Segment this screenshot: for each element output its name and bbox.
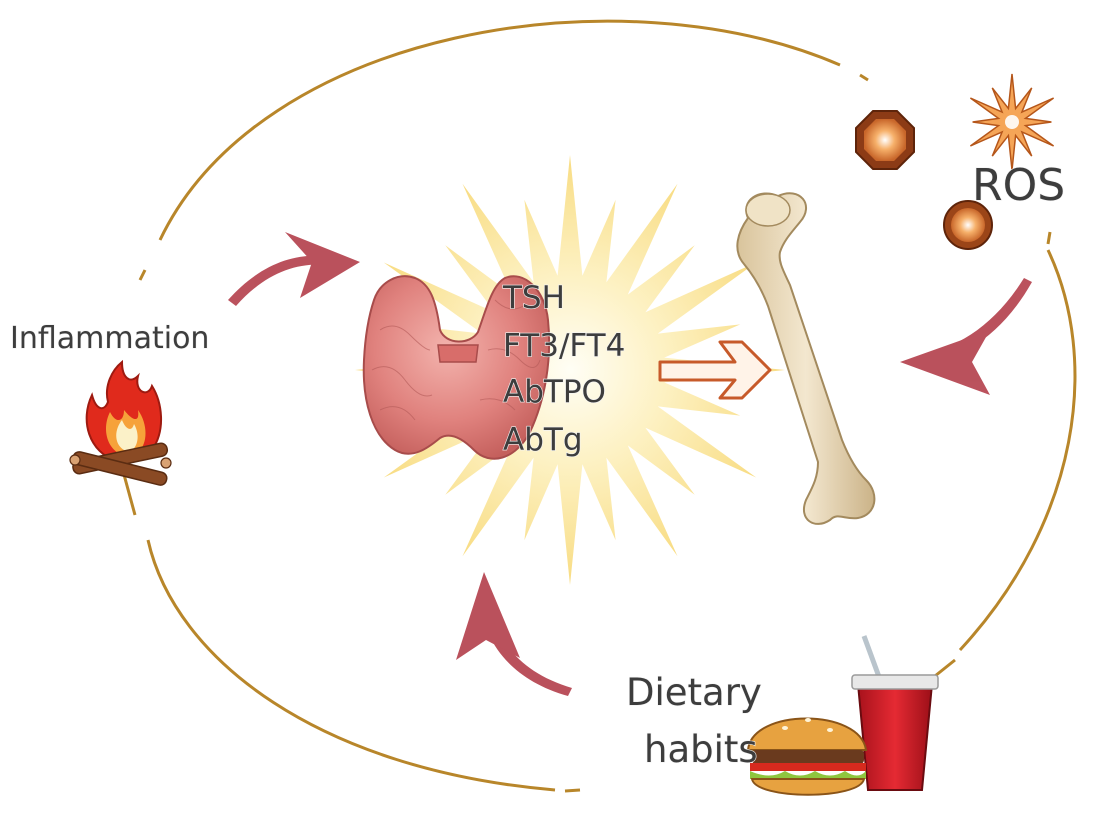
dietary-label-line2: habits (644, 728, 758, 771)
ros-circle-icon (943, 200, 993, 250)
ros-label: ROS (972, 160, 1065, 211)
marker-tsh: TSH (502, 280, 565, 316)
campfire-icon (69, 359, 172, 486)
biomarker-list: TSH FT3/FT4 AbTPO AbTg (501, 279, 626, 458)
arrow-diet-to-thyroid (456, 572, 572, 696)
burst-highlight (355, 155, 785, 585)
burger-icon (746, 717, 868, 796)
marker-ft3-ft4: FT3/FT4 (503, 328, 625, 364)
arrow-ros-to-bone (900, 278, 1032, 395)
dietary-label-line1: Dietary (626, 671, 762, 714)
ros-factor: ROS (855, 73, 1066, 250)
soda-cup-icon (851, 635, 939, 791)
thyroid-icon (362, 275, 551, 460)
inflammation-factor: Inflammation (9, 320, 210, 486)
ros-octagon-icon (855, 110, 915, 170)
femur-icon (736, 192, 876, 525)
marker-abtpo: AbTPO (503, 374, 606, 410)
inflammation-label: Inflammation (10, 321, 209, 356)
marker-abtg: AbTg (503, 422, 583, 458)
outline-arrow-icon (658, 340, 772, 400)
arrow-inflammation-to-thyroid (228, 232, 360, 306)
dietary-habits-factor: Dietary habits (625, 635, 939, 796)
influence-arrows (228, 232, 1032, 696)
